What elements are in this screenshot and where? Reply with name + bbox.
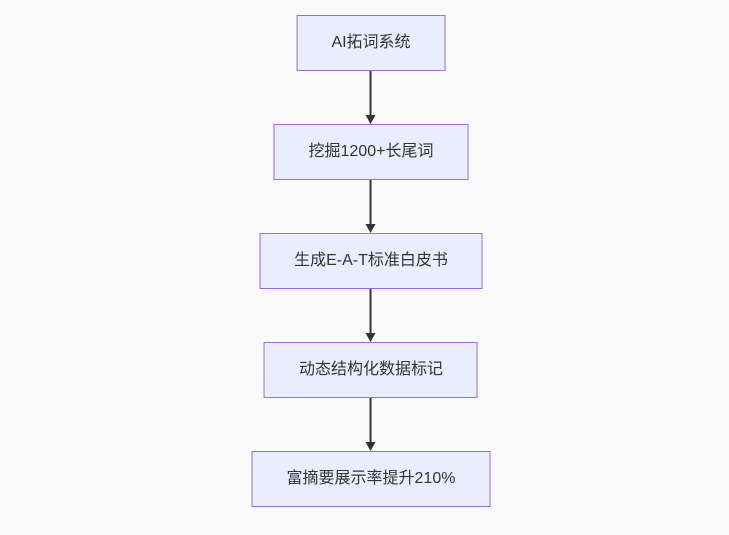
arrowhead-down-icon xyxy=(366,115,376,124)
edge-n3-n4 xyxy=(366,289,376,342)
node-mine-longtail-keywords: 挖掘1200+长尾词 xyxy=(273,124,469,180)
arrow-line xyxy=(370,289,372,333)
arrow-line xyxy=(370,180,372,224)
flowchart: AI拓词系统 挖掘1200+长尾词 生成E-A-T标准白皮书 动态结构化数据标记… xyxy=(251,15,491,507)
edge-n1-n2 xyxy=(366,71,376,124)
node-generate-eat-whitepaper: 生成E-A-T标准白皮书 xyxy=(259,233,483,289)
edge-n2-n3 xyxy=(366,180,376,233)
node-rich-snippet-rate-increase: 富摘要展示率提升210% xyxy=(251,451,491,507)
node-ai-word-expansion-system: AI拓词系统 xyxy=(296,15,446,71)
arrowhead-down-icon xyxy=(366,442,376,451)
arrowhead-down-icon xyxy=(366,224,376,233)
arrowhead-down-icon xyxy=(366,333,376,342)
arrow-line xyxy=(370,71,372,115)
node-dynamic-structured-data-markup: 动态结构化数据标记 xyxy=(263,342,478,398)
edge-n4-n5 xyxy=(366,398,376,451)
arrow-line xyxy=(370,398,372,442)
